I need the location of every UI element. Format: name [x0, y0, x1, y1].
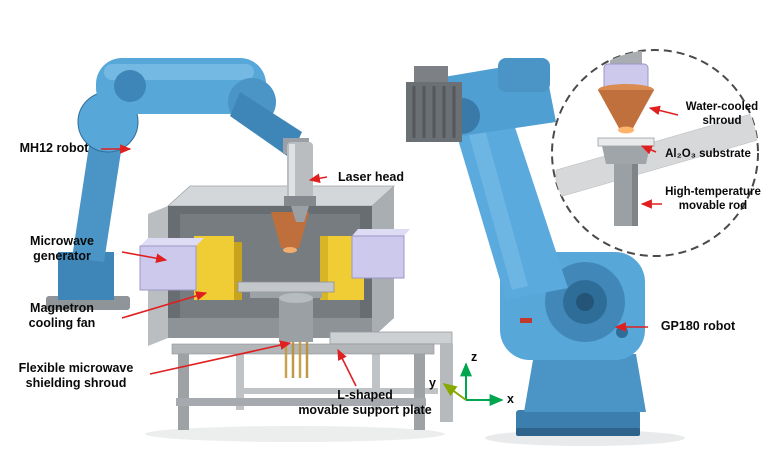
coordinate-axes-graphic — [442, 362, 504, 406]
label-magnetron-fan: Magnetron cooling fan — [28, 301, 96, 331]
arrow-microwave-generator — [121, 251, 168, 263]
arrow-magnetron-fan — [121, 291, 208, 319]
arrow-laser-head — [308, 173, 328, 184]
label-mh12-robot: MH12 robot — [19, 141, 89, 155]
gp180-robot-graphic — [406, 58, 646, 436]
label-movable-rod: High-temperature movable rod — [665, 186, 761, 213]
inset-detail-graphic — [551, 49, 759, 257]
logo-accent — [520, 318, 532, 323]
label-microwave-generator: Microwave generator — [30, 234, 94, 264]
label-flexible-shroud: Flexible microwave shielding shroud — [18, 361, 134, 391]
mh12-robot-graphic — [46, 58, 309, 310]
arrow-flexible-shroud — [149, 340, 292, 375]
arrow-substrate — [640, 145, 657, 155]
inset-substrate — [597, 137, 655, 147]
inset-water-cooled-shroud — [598, 90, 654, 130]
chamber-rod — [279, 298, 313, 342]
l-shaped-plate — [329, 331, 453, 345]
axis-y-arrow — [442, 383, 467, 401]
laser-head-graphic — [284, 142, 316, 222]
microwave-generator-box-top — [140, 238, 204, 246]
microwave-chamber-graphic — [139, 185, 410, 346]
axis-z-label: z — [471, 350, 478, 364]
microwave-generator-box-right — [351, 235, 405, 279]
flexible-shroud-straps — [284, 342, 309, 378]
axis-y-label: y — [429, 376, 436, 390]
label-substrate: Al₂O₃ substrate — [665, 148, 751, 160]
arrow-water-cooled-shroud — [648, 105, 679, 116]
support-table-graphic — [171, 331, 453, 430]
label-water-cooled-shroud: Water-cooled shroud — [685, 101, 759, 128]
microwave-generator-box — [139, 245, 197, 291]
label-l-shaped-plate: L-shaped movable support plate — [298, 388, 432, 418]
arrow-l-shaped-plate — [337, 348, 357, 387]
label-laser-head: Laser head — [337, 170, 404, 184]
annotation-arrows — [101, 144, 648, 387]
axis-x-label: x — [507, 392, 514, 406]
label-gp180-robot: GP180 robot — [660, 319, 736, 333]
end-effector-rack — [406, 66, 462, 142]
